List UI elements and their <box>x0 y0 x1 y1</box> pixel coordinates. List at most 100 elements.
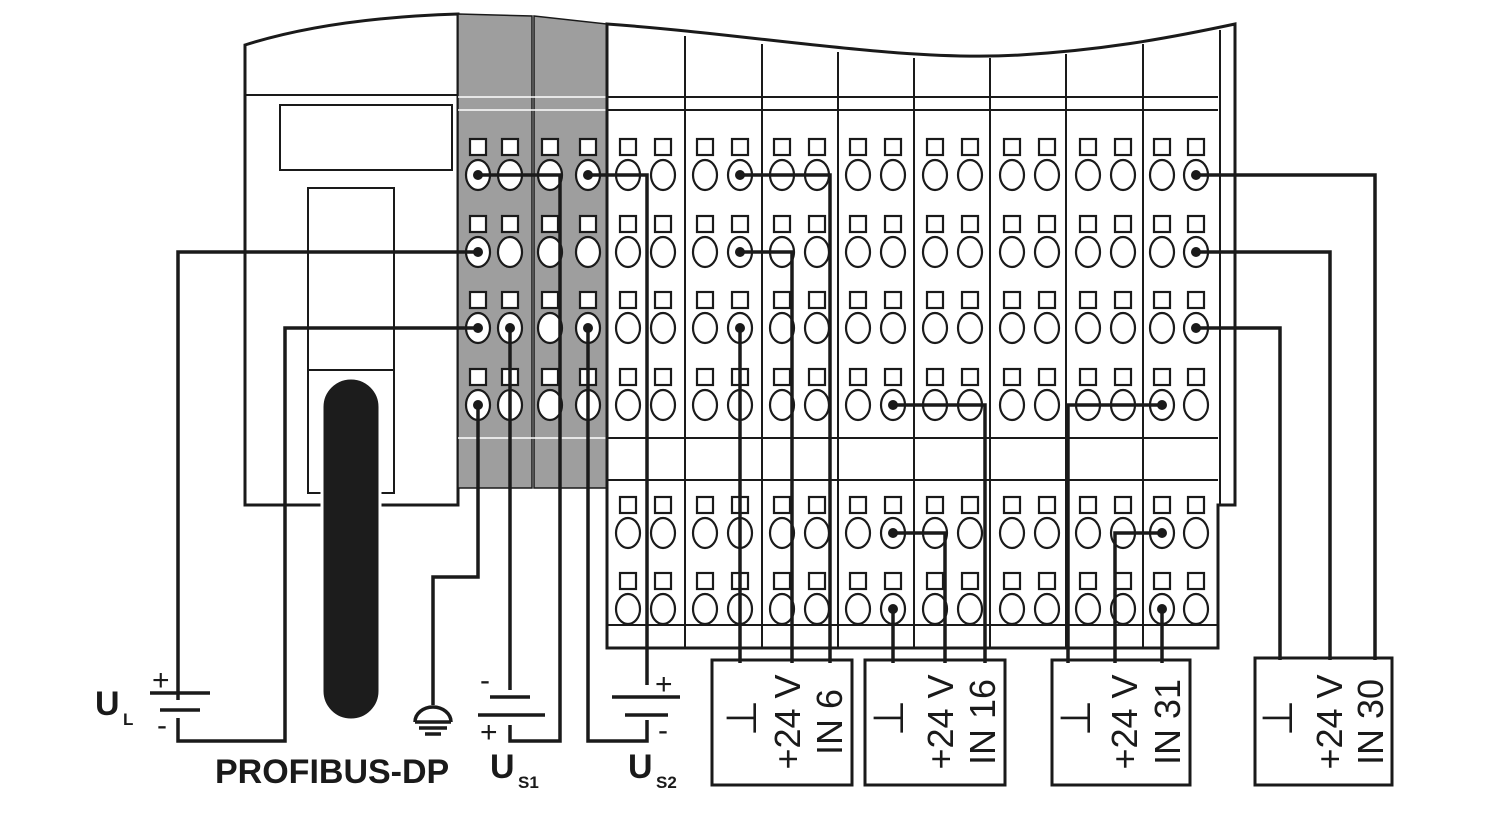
terminal-spring-14-3 <box>998 388 1026 422</box>
terminal-release-10-1 <box>848 214 868 234</box>
terminal-release-13-2 <box>960 290 980 310</box>
terminal-release-17-0 <box>1113 137 1133 157</box>
terminal-release-5-3 <box>653 367 673 387</box>
terminal-release-11-0 <box>883 137 903 157</box>
coupler-label-field <box>279 104 453 171</box>
profibus-label: PROFIBUS-DP <box>215 753 449 791</box>
terminal-spring-10-2 <box>844 311 872 345</box>
sensor-in31-input: IN 31 <box>1147 679 1188 765</box>
sensor-box-in16: ⊥ +24 V IN 16 <box>863 658 1007 787</box>
terminal-spring-10-1 <box>844 235 872 269</box>
terminal-release-13-4 <box>960 495 980 515</box>
terminal-spring-2-1 <box>536 235 564 269</box>
terminal-spring-6-5 <box>691 592 719 626</box>
terminal-spring-3-1 <box>574 235 602 269</box>
terminal-release-9-2 <box>807 290 827 310</box>
terminal-release-16-3 <box>1078 367 1098 387</box>
terminal-release-17-1 <box>1113 214 1133 234</box>
sensor-in30-ground: ⊥ <box>1254 700 1301 737</box>
terminal-spring-14-0 <box>998 158 1026 192</box>
terminal-spring-10-0 <box>844 158 872 192</box>
terminal-release-0-2 <box>468 290 488 310</box>
terminal-spring-5-3 <box>649 388 677 422</box>
terminal-release-3-0 <box>578 137 598 157</box>
terminal-release-12-3 <box>925 367 945 387</box>
terminal-release-8-4 <box>772 495 792 515</box>
terminal-spring-14-4 <box>998 516 1026 550</box>
terminal-release-19-5 <box>1186 571 1206 591</box>
functional-earth-icon <box>413 705 453 736</box>
us2-plus-sign: + <box>655 668 673 701</box>
terminal-release-17-3 <box>1113 367 1133 387</box>
terminal-release-5-1 <box>653 214 673 234</box>
wiring <box>176 173 1377 743</box>
terminal-spring-14-1 <box>998 235 1026 269</box>
terminal-release-16-1 <box>1078 214 1098 234</box>
terminal-spring-6-4 <box>691 516 719 550</box>
terminal-spring-8-4 <box>768 516 796 550</box>
terminal-spring-13-5 <box>956 592 984 626</box>
terminal-spring-6-1 <box>691 235 719 269</box>
terminal-spring-9-1 <box>803 235 831 269</box>
terminal-release-0-1 <box>468 214 488 234</box>
terminal-spring-19-4 <box>1182 516 1210 550</box>
terminal-release-19-3 <box>1186 367 1206 387</box>
terminal-release-18-1 <box>1152 214 1172 234</box>
sensor-in6-input: IN 6 <box>809 689 850 755</box>
terminal-release-5-2 <box>653 290 673 310</box>
us2-label: U <box>628 748 653 786</box>
terminal-release-18-3 <box>1152 367 1172 387</box>
terminal-spring-12-0 <box>921 158 949 192</box>
terminal-release-13-5 <box>960 571 980 591</box>
terminal-release-5-4 <box>653 495 673 515</box>
terminal-release-5-0 <box>653 137 673 157</box>
sensor-in6-ground: ⊥ <box>718 700 765 737</box>
ul-label: U <box>95 685 120 723</box>
sensor-box-in6: ⊥ +24 V IN 6 <box>710 658 854 787</box>
terminal-spring-19-3 <box>1182 388 1210 422</box>
terminal-spring-16-5 <box>1074 592 1102 626</box>
power-supply-us1: - + U S1 <box>478 664 545 792</box>
terminal-spring-8-3 <box>768 388 796 422</box>
terminal-release-9-4 <box>807 495 827 515</box>
terminal-release-14-3 <box>1002 367 1022 387</box>
terminal-release-19-1 <box>1186 214 1206 234</box>
ul-minus-sign: - <box>157 709 167 742</box>
terminal-spring-16-2 <box>1074 311 1102 345</box>
terminal-release-14-4 <box>1002 495 1022 515</box>
terminal-release-13-0 <box>960 137 980 157</box>
terminal-spring-17-5 <box>1109 592 1137 626</box>
terminal-release-8-3 <box>772 367 792 387</box>
terminal-spring-2-3 <box>536 388 564 422</box>
terminal-spring-11-1 <box>879 235 907 269</box>
sensor-in30-input: IN 30 <box>1350 679 1391 765</box>
terminal-release-1-0 <box>500 137 520 157</box>
terminal-release-2-1 <box>540 214 560 234</box>
terminal-spring-9-4 <box>803 516 831 550</box>
terminal-release-10-2 <box>848 290 868 310</box>
terminal-release-1-1 <box>500 214 520 234</box>
terminal-spring-5-4 <box>649 516 677 550</box>
terminal-spring-1-1 <box>496 235 524 269</box>
terminal-release-12-1 <box>925 214 945 234</box>
terminal-release-4-3 <box>618 367 638 387</box>
terminal-spring-11-2 <box>879 311 907 345</box>
terminal-release-6-0 <box>695 137 715 157</box>
terminal-release-4-2 <box>618 290 638 310</box>
terminal-spring-15-1 <box>1033 235 1061 269</box>
sensor-in16-ground: ⊥ <box>865 700 912 737</box>
terminal-release-12-5 <box>925 571 945 591</box>
terminal-spring-9-2 <box>803 311 831 345</box>
terminal-release-12-2 <box>925 290 945 310</box>
us2-minus-sign: - <box>658 714 668 747</box>
terminal-spring-4-1 <box>614 235 642 269</box>
terminal-release-10-0 <box>848 137 868 157</box>
terminal-release-11-3 <box>883 367 903 387</box>
profibus-cable <box>320 376 382 722</box>
terminal-spring-12-1 <box>921 235 949 269</box>
terminal-spring-15-5 <box>1033 592 1061 626</box>
terminal-release-10-5 <box>848 571 868 591</box>
terminal-release-2-3 <box>540 367 560 387</box>
terminal-release-16-5 <box>1078 571 1098 591</box>
